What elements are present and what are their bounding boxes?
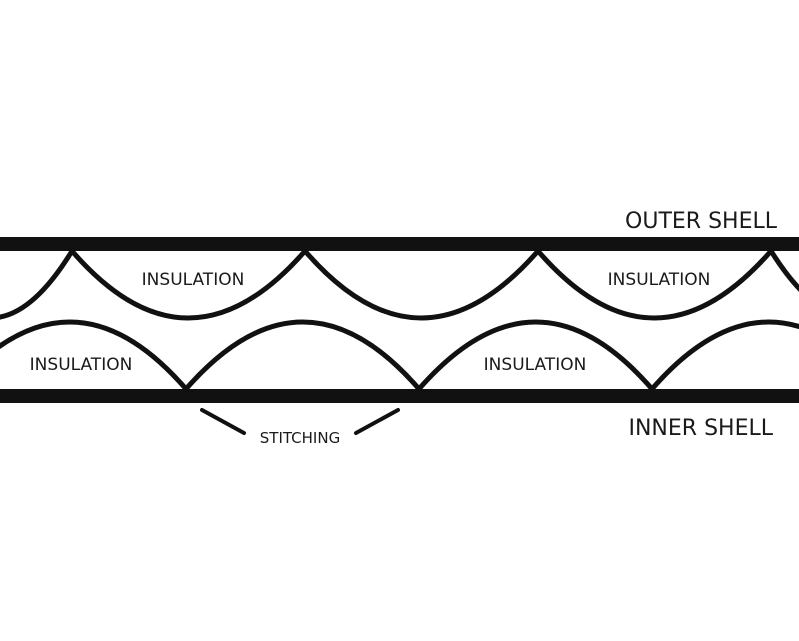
lower-insulation-row (0, 319, 799, 392)
lower-arc-right-partial (649, 319, 799, 392)
upper-arc-right-partial (768, 248, 799, 292)
upper-arc-3 (535, 248, 774, 321)
upper-insulation-row (0, 248, 799, 321)
insulation-label-upper-1: INSULATION (142, 270, 245, 290)
stitching-pointers (200, 408, 400, 435)
stitching-label: STITCHING (260, 429, 340, 447)
inner-shell-label: INNER SHELL (628, 416, 773, 441)
upper-arc-1 (69, 248, 308, 321)
upper-arc-left-partial (0, 248, 75, 320)
lower-arc-2 (416, 319, 655, 392)
lower-arc-left-partial (0, 319, 189, 392)
outer-shell-label: OUTER SHELL (625, 209, 778, 234)
lower-arc-1 (183, 319, 422, 392)
outer-shell-band (0, 237, 799, 251)
insulation-label-lower-2: INSULATION (484, 355, 587, 375)
insulation-label-lower-1: INSULATION (30, 355, 133, 375)
stitching-pointer-left (200, 408, 246, 435)
stitching-pointer-right (354, 408, 400, 435)
inner-shell-band (0, 389, 799, 403)
upper-arc-2 (302, 248, 541, 321)
insulation-label-upper-2: INSULATION (608, 270, 711, 290)
